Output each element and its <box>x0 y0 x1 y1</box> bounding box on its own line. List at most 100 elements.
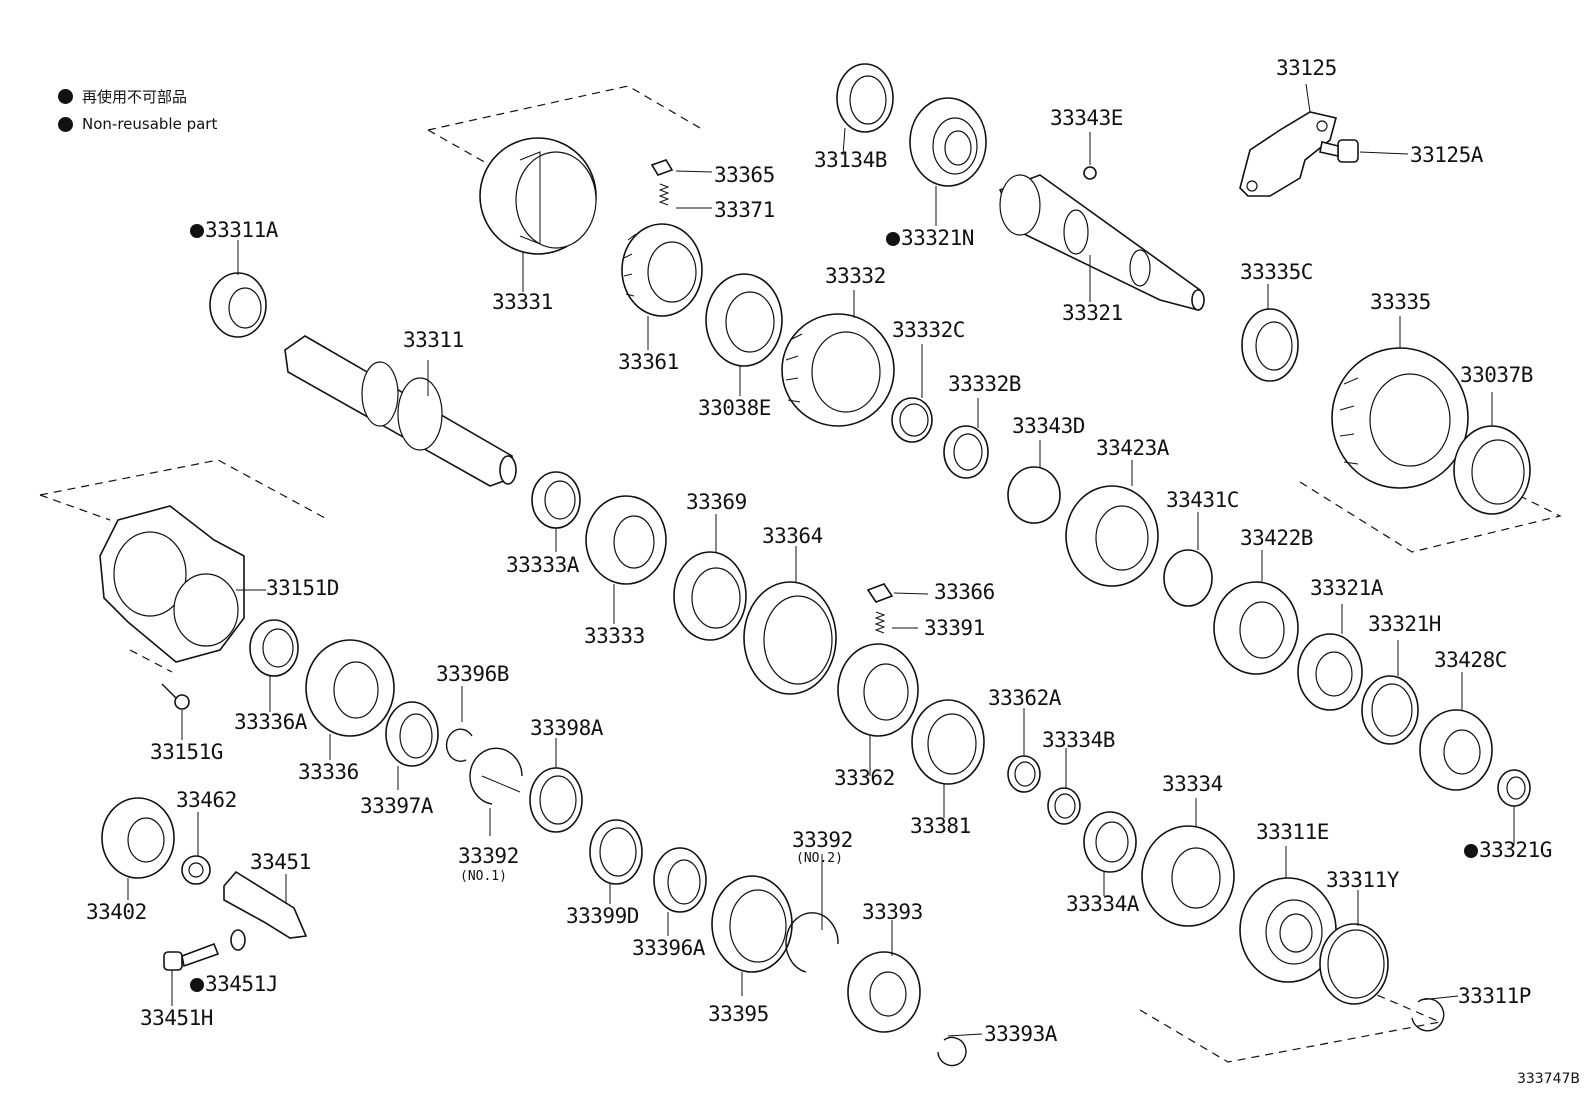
ring-33396A <box>653 847 707 936</box>
label-33334B: 33334B <box>1042 728 1115 752</box>
label-33151G: 33151G <box>150 740 223 764</box>
snap-ring-33311P <box>1411 998 1445 1032</box>
label-33334A: 33334A <box>1066 892 1139 916</box>
drawing-number: 333747B <box>1516 1071 1580 1087</box>
label-33151D: 33151D <box>266 576 339 600</box>
label-33451: 33451 <box>250 850 311 874</box>
label-33332C: 33332C <box>892 318 965 342</box>
label-33431C: 33431C <box>1166 488 1239 512</box>
label-33392-no1: 33392 <box>458 844 519 868</box>
gear-33336 <box>305 639 395 760</box>
label-33311P: 33311P <box>1458 984 1531 1008</box>
key-33365 <box>650 159 674 176</box>
needle-bearing-33332B <box>943 398 989 479</box>
label-33361: 33361 <box>618 350 679 374</box>
hub-33393 <box>847 920 921 1033</box>
snap-ring-33392-no2 <box>785 854 839 973</box>
gear-33422B <box>1213 550 1299 675</box>
label-33451H: 33451H <box>140 1006 213 1030</box>
label-33125A: 33125A <box>1410 143 1483 167</box>
ring-33311Y <box>1319 890 1389 1005</box>
label-33311: 33311 <box>403 328 464 352</box>
ring-33038E <box>705 273 783 396</box>
bearing-33311A <box>209 240 267 338</box>
spring-33371 <box>658 183 670 206</box>
hub-33362 <box>837 643 919 776</box>
label-33369: 33369 <box>686 490 747 514</box>
gear-33423A <box>1065 460 1159 587</box>
needle-bearing-33333A <box>531 471 581 552</box>
label-33125: 33125 <box>1276 56 1337 80</box>
non-reusable-dot-icon <box>58 89 73 104</box>
ring-33397A <box>385 701 439 790</box>
spacer-33431C <box>1163 512 1213 607</box>
spacer-33343D <box>1007 440 1061 524</box>
bearing-33321N <box>909 97 987 226</box>
gear-33334 <box>1141 798 1235 927</box>
ring-33369 <box>673 514 747 641</box>
label-33381: 33381 <box>910 814 971 838</box>
label-33371: 33371 <box>714 198 775 222</box>
label-33335C: 33335C <box>1240 260 1313 284</box>
label-33332: 33332 <box>825 264 886 288</box>
legend: 再使用不可部品 Non-reusable part <box>58 86 217 141</box>
label-33321: 33321 <box>1062 301 1123 325</box>
ring-33332C <box>891 344 933 443</box>
snap-ring-33393A <box>937 1036 967 1067</box>
ring-33462 <box>181 812 211 885</box>
label-33321A: 33321A <box>1310 576 1383 600</box>
label-33332B: 33332B <box>948 372 1021 396</box>
label-33335: 33335 <box>1370 290 1431 314</box>
label-33396A: 33396A <box>632 936 705 960</box>
label-33362: 33362 <box>834 766 895 790</box>
spring-33391 <box>874 611 886 634</box>
label-33399D: 33399D <box>566 904 639 928</box>
gear-33335 <box>1331 316 1469 489</box>
label-33038E: 33038E <box>698 396 771 420</box>
ring-33334B <box>1047 748 1081 825</box>
label-33336A: 33336A <box>234 710 307 734</box>
ring-33451J <box>230 929 246 951</box>
label-33393: 33393 <box>862 900 923 924</box>
nut-33321G <box>1497 769 1531 846</box>
label-33428C: 33428C <box>1434 648 1507 672</box>
snap-ring-33396B <box>445 728 473 762</box>
label-33331: 33331 <box>492 290 553 314</box>
label-33402: 33402 <box>86 900 147 924</box>
label-33343D: 33343D <box>1012 414 1085 438</box>
ring-33381 <box>911 699 985 818</box>
gear-33333 <box>585 495 667 624</box>
non-reusable-dot-icon <box>58 116 73 132</box>
seal-33134B <box>836 63 894 156</box>
label-33462: 33462 <box>176 788 237 812</box>
legend-row-en: Non-reusable part <box>58 115 217 133</box>
label-33321N: 33321N <box>886 228 974 249</box>
label-33451J: 33451J <box>190 974 278 995</box>
label-33311A: 33311A <box>190 220 278 241</box>
bolt-33451H <box>163 942 220 1006</box>
label-33311E: 33311E <box>1256 820 1329 844</box>
screw-33151G <box>161 683 190 740</box>
needle-bearing-33336A <box>249 619 299 712</box>
label-33391: 33391 <box>924 616 985 640</box>
shaft-33321 <box>998 174 1205 312</box>
legend-text-jp: 再使用不可部品 <box>82 88 188 106</box>
label-33392-no2: 33392 <box>792 828 853 852</box>
label-33423A: 33423A <box>1096 436 1169 460</box>
label-33366: 33366 <box>934 580 995 604</box>
needle-bearing-33334A <box>1083 811 1137 896</box>
gear-33402 <box>101 797 175 900</box>
label-33393A: 33393A <box>984 1022 1057 1046</box>
legend-text-en: Non-reusable part <box>82 115 218 133</box>
label-33396B: 33396B <box>436 662 509 686</box>
label-33343E: 33343E <box>1050 106 1123 130</box>
label-33392-no2-note: (NO.2) <box>796 851 843 866</box>
label-33422B: 33422B <box>1240 526 1313 550</box>
needle-bearing-33335C <box>1241 284 1299 382</box>
label-33134B: 33134B <box>814 148 887 172</box>
snap-ring-33362A <box>1007 708 1041 793</box>
label-33333: 33333 <box>584 624 645 648</box>
ring-33037B <box>1453 392 1531 515</box>
